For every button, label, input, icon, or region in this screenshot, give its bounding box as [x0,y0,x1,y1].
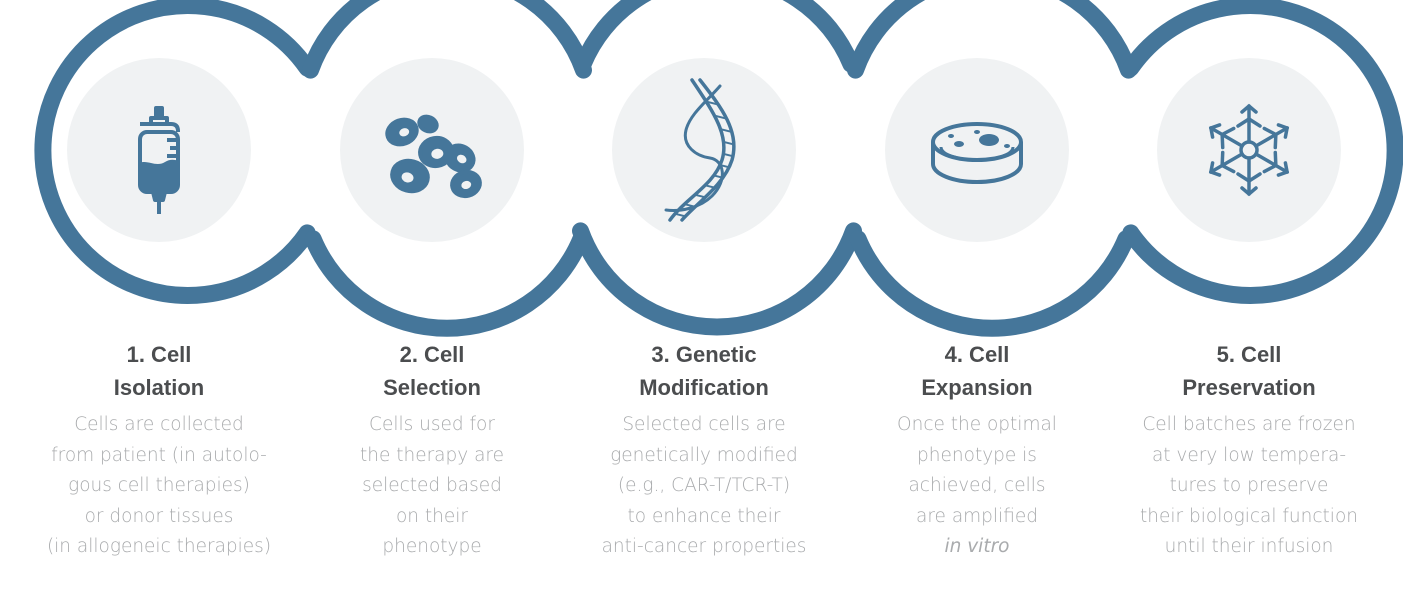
ring-arc-3b [572,222,862,336]
step-2: 2. Cell Selection Cells used for the the… [302,338,562,563]
disc-3 [612,58,796,242]
cells-icon [385,114,482,199]
ring-arc-2 [304,230,590,337]
step-description: Cells used for the therapy are selected … [359,414,505,557]
step-title: 3. Genetic Modification [639,342,769,400]
step-title: 2. Cell Selection [383,342,481,400]
step-description: Once the optimal phenotype is achieved, … [897,414,1057,557]
disc-4 [885,58,1069,242]
step-5: 5. Cell Preservation Cell batches are fr… [1119,338,1379,563]
ring-arc-4 [849,230,1135,337]
ring-arc-5 [1122,0,1403,304]
step-description: Cells are collected from patient (in aut… [46,414,272,557]
step-description: Selected cells are genetically modified … [601,414,807,557]
ring-arc-3 [574,0,860,73]
step-3: 3. Genetic Modification Selected cells a… [574,338,834,563]
step-1: 1. Cell Isolation Cells are collected fr… [29,338,289,563]
step-4: 4. Cell Expansion Once the optimal pheno… [847,338,1107,563]
ring-arc-4b [847,0,1137,79]
step-title: 4. Cell Expansion [921,342,1033,400]
petri-dish-icon [931,122,1023,184]
ring-arc-1 [34,0,316,304]
disc-1 [67,58,251,242]
snowflake-icon [1203,103,1295,196]
step-title: 5. Cell Preservation [1182,342,1316,400]
iv-bag-icon [138,106,180,214]
step-title: 1. Cell Isolation [113,342,205,400]
ring-arc-2b [302,0,592,79]
step-description: Cell batches are frozen at very low temp… [1140,414,1358,557]
